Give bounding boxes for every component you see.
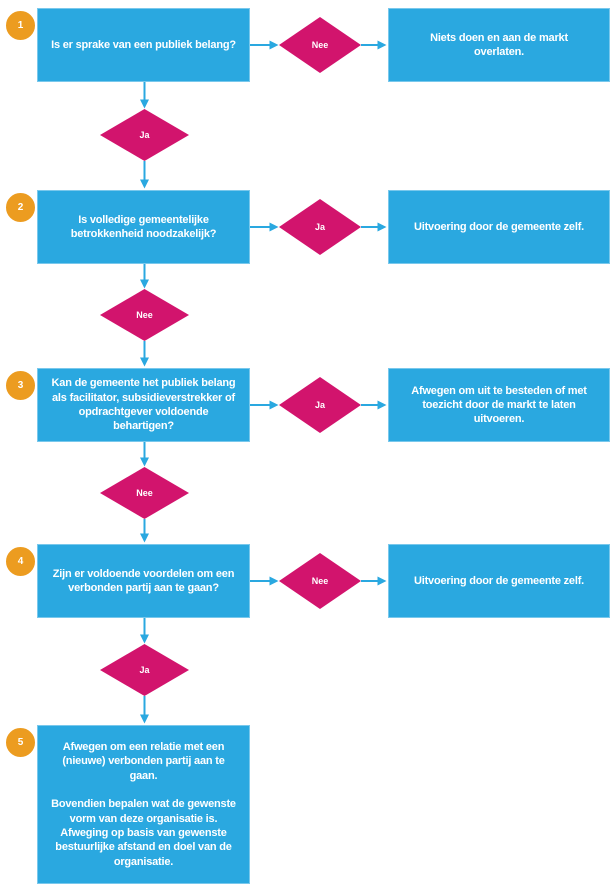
- outcome-box-1: Niets doen en aan de markt overlaten.: [388, 8, 610, 82]
- question-text-2: Is volledige gemeentelijke betrokkenheid…: [70, 213, 217, 240]
- question-box-1: Is er sprake van een publiek belang?: [37, 8, 250, 82]
- branch-label-3: Ja: [314, 400, 325, 410]
- question-text-1: Is er sprake van een publiek belang?: [51, 38, 236, 51]
- question-box-4: Zijn er voldoende voordelen om een verbo…: [37, 544, 250, 618]
- final-box: Afwegen om een relatie met een (nieuwe) …: [37, 725, 250, 884]
- continue-label-3: Nee: [136, 488, 153, 498]
- branch-label-4: Nee: [311, 576, 329, 586]
- question-box-3: Kan de gemeente het publiek belang als f…: [37, 368, 250, 442]
- continue-label-4: Ja: [139, 665, 150, 675]
- step-number-badge-2: 2: [4, 191, 37, 224]
- outcome-text-2: Uitvoering door de gemeente zelf.: [413, 220, 585, 233]
- step-number-2: 2: [17, 202, 24, 213]
- outcome-text-3: Afwegen om uit te besteden of met toezic…: [411, 384, 587, 426]
- step-number-3: 3: [17, 380, 24, 391]
- step-number-badge-3: 3: [4, 369, 37, 402]
- step-number-4: 4: [17, 556, 24, 567]
- question-text-4: Zijn er voldoende voordelen om een verbo…: [52, 567, 235, 594]
- step-number-badge-5: 5: [4, 726, 37, 759]
- step-number-badge-1: 1: [4, 9, 37, 42]
- outcome-box-4: Uitvoering door de gemeente zelf.: [388, 544, 610, 618]
- outcome-box-2: Uitvoering door de gemeente zelf.: [388, 190, 610, 264]
- step-number-5: 5: [17, 737, 24, 748]
- branch-label-2: Ja: [314, 222, 325, 232]
- final-text: Afwegen om een relatie met een (nieuwe) …: [51, 741, 236, 868]
- question-box-2: Is volledige gemeentelijke betrokkenheid…: [37, 190, 250, 264]
- branch-label-1: Nee: [311, 40, 329, 50]
- step-number-badge-4: 4: [4, 545, 37, 578]
- outcome-text-1: Niets doen en aan de markt overlaten.: [430, 31, 568, 58]
- question-text-3: Kan de gemeente het publiek belang als f…: [51, 377, 236, 433]
- outcome-box-3: Afwegen om uit te besteden of met toezic…: [388, 368, 610, 442]
- continue-label-2: Nee: [136, 310, 153, 320]
- continue-label-1: Ja: [139, 130, 150, 140]
- step-number-1: 1: [17, 20, 24, 31]
- outcome-text-4: Uitvoering door de gemeente zelf.: [413, 574, 585, 587]
